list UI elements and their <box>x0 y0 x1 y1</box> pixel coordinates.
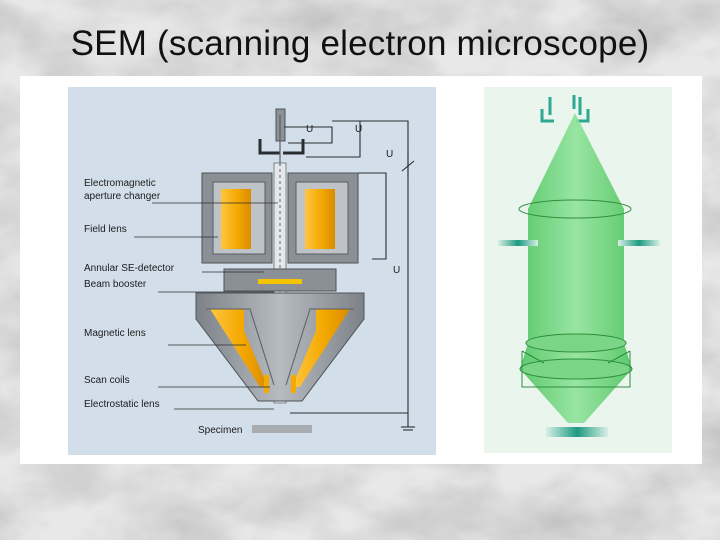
se-detector-ring <box>258 279 302 284</box>
label-beam-booster: Beam booster <box>84 279 147 290</box>
voltage-label-3: U <box>386 149 393 160</box>
objective-lens-upper <box>525 333 627 353</box>
voltage-label-2: U <box>355 124 362 135</box>
voltage-label-4: U <box>393 265 400 276</box>
slide-title: SEM (scanning electron microscope) <box>70 24 650 63</box>
sem-column-diagram: U U U U E <box>68 87 436 455</box>
condenser-lens <box>518 199 632 219</box>
voltage-wiring <box>284 120 415 431</box>
aperture-left <box>498 240 538 246</box>
label-specimen: Specimen <box>198 425 242 436</box>
voltage-label-1: U <box>306 124 313 135</box>
label-electrostatic-lens: Electrostatic lens <box>84 399 160 410</box>
aperture-right <box>618 240 660 246</box>
label-se-detector: Annular SE-detector <box>84 263 175 274</box>
electron-source-icon <box>540 95 590 123</box>
beam-path-diagram <box>484 87 672 453</box>
label-field-lens: Field lens <box>84 224 127 235</box>
label-scan-coils: Scan coils <box>84 375 130 386</box>
electron-gun <box>258 108 305 163</box>
objective-lens-lower <box>519 358 633 380</box>
label-aperture-changer-2: aperture changer <box>84 191 161 202</box>
specimen-stage <box>252 425 312 433</box>
label-leaders <box>134 202 278 410</box>
scan-coils <box>264 375 296 393</box>
magnetic-lens <box>195 292 365 402</box>
se-detector-assembly <box>223 268 337 292</box>
label-aperture-changer-1: Electromagnetic <box>84 178 156 189</box>
label-magnetic-lens: Magnetic lens <box>84 328 146 339</box>
field-lens-coils <box>221 189 335 249</box>
beam-specimen <box>546 427 608 437</box>
objective-lens-frame <box>521 350 631 388</box>
